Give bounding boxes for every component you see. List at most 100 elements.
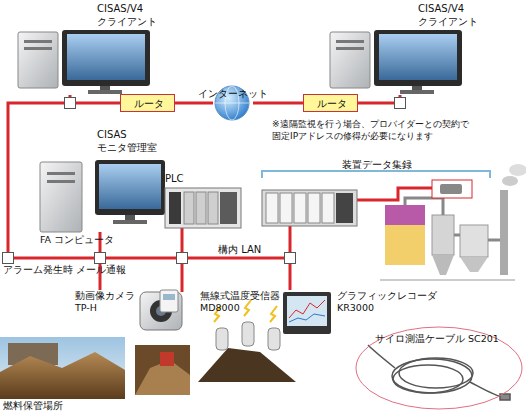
acquisition-bracket <box>262 171 490 178</box>
data-rack <box>266 193 278 223</box>
node-label: CISAS/V4 クライアント <box>418 2 480 28</box>
lan-wire <box>289 258 292 290</box>
furnace-plant <box>500 190 508 275</box>
plc-unit <box>165 188 241 228</box>
wireless-sensors <box>268 328 280 350</box>
client-pc-left <box>67 34 145 80</box>
wireless-sensors <box>216 328 228 350</box>
wireless-sensors <box>244 300 251 316</box>
client-pc-left <box>62 30 150 86</box>
router-box: ルータ <box>120 94 175 112</box>
furnace-plant <box>405 198 443 215</box>
node-label: PLC <box>165 172 184 185</box>
data-rack <box>294 193 306 223</box>
node-label: CISAS/V4 クライアント <box>97 2 159 28</box>
fuel-photo <box>0 352 125 399</box>
furnace-plant <box>432 215 454 255</box>
furnace-plant <box>460 225 488 257</box>
furnace-plant <box>380 164 526 280</box>
cable-coil <box>368 345 395 368</box>
plc-node: PLC <box>162 172 244 232</box>
recorder-node: グラフィックレコーダ KR3000 <box>280 286 425 336</box>
fa-computer <box>99 164 161 209</box>
md8000-device <box>160 290 178 312</box>
network-line <box>358 95 400 103</box>
furnace-plant <box>385 205 425 225</box>
lan-label: 構内 LAN <box>218 243 261 256</box>
client-pc-left <box>88 90 122 94</box>
cable-coil <box>393 365 463 393</box>
node-label: 燃料保管場所 <box>3 400 63 412</box>
plc-unit <box>169 192 181 224</box>
network-line <box>175 102 213 105</box>
hub-junction <box>95 253 106 264</box>
fa-computer <box>47 180 75 183</box>
furnace-plant <box>509 164 526 176</box>
data-rack <box>336 193 353 223</box>
wireless-sensors <box>198 348 296 382</box>
kr3000-recorder <box>283 292 331 334</box>
furnace-plant <box>432 255 454 275</box>
kr3000-recorder <box>287 296 327 326</box>
furnace-plant <box>454 234 460 237</box>
network-line <box>253 102 303 105</box>
client-pc-left <box>18 30 150 94</box>
data-rack <box>308 193 320 223</box>
plc-unit <box>165 188 241 228</box>
md8000-device <box>160 290 178 312</box>
node-label: 動画像カメラ TP-H <box>75 290 139 315</box>
node-label: サイロ測温ケーブル SC201 <box>375 333 499 345</box>
client-pc-right <box>330 32 370 88</box>
lan-wire <box>8 103 290 258</box>
furnace-plant <box>460 257 488 272</box>
node-label: FA コンピュータ <box>40 234 114 246</box>
node-label: グラフィックレコーダ KR3000 <box>337 290 437 315</box>
router-box: ルータ <box>303 94 358 112</box>
receiver-node: 無線式温度受信器 MD8000 <box>158 286 290 316</box>
network-line <box>70 95 120 103</box>
client-pc-left <box>24 47 52 50</box>
data-rack <box>322 193 334 223</box>
client-pc-right <box>336 47 364 50</box>
furnace-plant <box>488 239 500 242</box>
fa-computer <box>113 220 147 224</box>
internet-globe <box>215 103 249 104</box>
lan-wire <box>181 228 184 258</box>
kr3000-recorder <box>283 292 331 334</box>
node-label: 装置データ集録 <box>342 158 412 171</box>
node-label: インターネット <box>190 87 276 100</box>
wireless-sensors <box>270 306 277 322</box>
fa-computer <box>47 172 75 175</box>
fa-computer <box>95 160 165 215</box>
furnace-plant <box>385 225 425 265</box>
client-pc-right <box>379 34 457 80</box>
acquisition-bracket <box>262 171 490 178</box>
internet-globe: インターネット <box>213 85 253 121</box>
wireless-sensors <box>242 322 254 346</box>
monitor-room: CISAS モニタ管理室FA コンピュータ <box>35 128 170 248</box>
data-rack <box>262 190 357 226</box>
furnace-plant <box>432 180 472 198</box>
fuel-photo <box>0 337 125 399</box>
fuel-storage: 燃料保管場所 <box>0 335 128 412</box>
node-label: ルータ <box>121 97 176 110</box>
client-pc-left <box>18 32 58 88</box>
cable-coil <box>368 345 510 400</box>
data-acquisition: 装置データ集録 <box>262 186 357 228</box>
plc-unit <box>208 192 218 224</box>
md8000-device <box>163 294 175 300</box>
client-pc-right <box>374 30 462 86</box>
lan-wire <box>181 258 184 292</box>
plc-unit <box>184 192 194 224</box>
hub-junction <box>3 253 14 264</box>
hub-junction <box>395 98 406 109</box>
plc-unit <box>196 192 206 224</box>
hub-junction <box>65 98 76 109</box>
client-pc-right <box>330 30 462 94</box>
client-pc-right <box>400 90 434 94</box>
furnace-plant <box>502 176 518 186</box>
